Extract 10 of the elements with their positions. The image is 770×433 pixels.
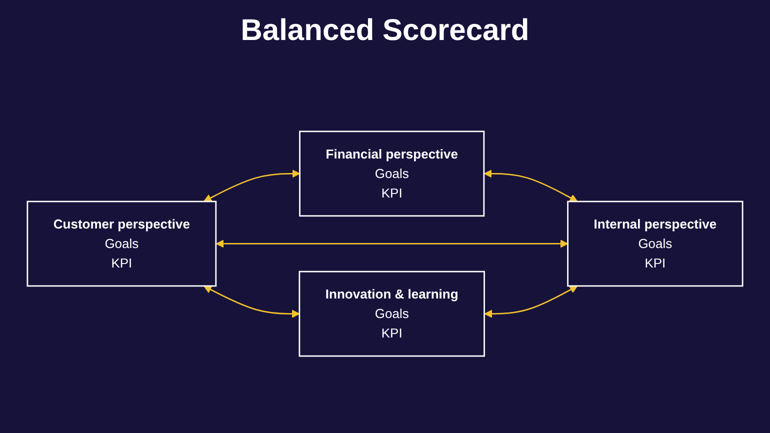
arrow [216, 239, 568, 248]
node-box: Internal perspective Goals KPI [567, 200, 744, 286]
node-box: Innovation & learning Goals KPI [298, 270, 485, 356]
arrow [204, 286, 300, 318]
arrow [484, 285, 578, 318]
arrow [484, 169, 578, 202]
title: Balanced Scorecard [240, 14, 530, 48]
node-box: Financial perspective Goals KPI [299, 130, 485, 216]
node-box: Customer perspective Goals KPI [26, 200, 217, 286]
arrow [204, 169, 300, 202]
